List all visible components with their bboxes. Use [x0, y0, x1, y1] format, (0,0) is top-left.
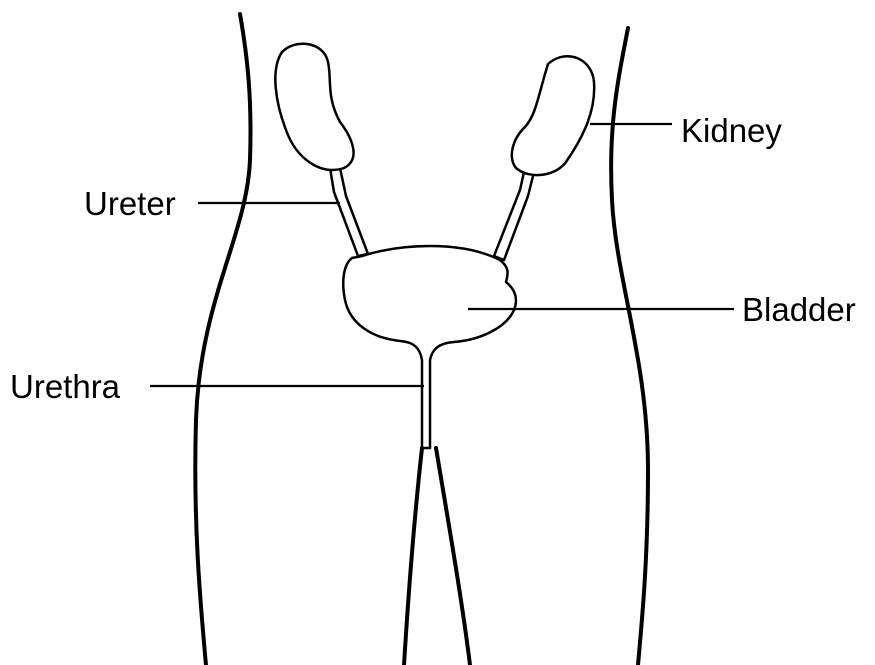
bladder-label: Bladder — [742, 291, 856, 328]
inner-leg-left — [404, 448, 422, 665]
left-ureter — [330, 168, 368, 256]
right-ureter — [494, 172, 534, 260]
right-kidney — [512, 56, 594, 175]
kidney-label: Kidney — [681, 112, 782, 149]
urethra-label: Urethra — [10, 368, 121, 405]
left-kidney — [275, 44, 353, 170]
inner-leg-right — [436, 448, 470, 665]
ureter-label: Ureter — [84, 185, 176, 222]
body-outline-left — [195, 14, 250, 665]
bladder — [343, 246, 516, 448]
